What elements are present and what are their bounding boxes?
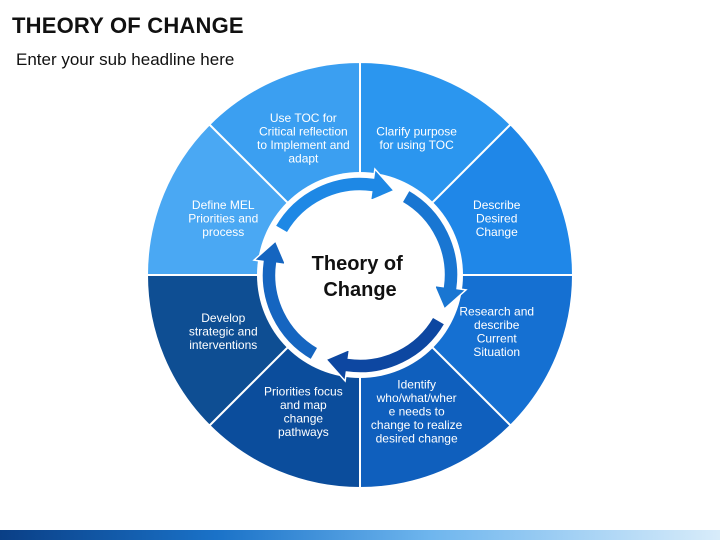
center-circle bbox=[283, 198, 437, 352]
center-label: Theory of Change bbox=[312, 253, 409, 301]
page-title: THEORY OF CHANGE bbox=[12, 13, 244, 38]
page-subtitle: Enter your sub headline here bbox=[16, 50, 235, 69]
cycle-arrow-bottom bbox=[324, 315, 446, 383]
cycle-arrow-left bbox=[252, 239, 320, 361]
cycle-arrow-top bbox=[274, 167, 396, 235]
cycle-arrow-right bbox=[400, 189, 468, 311]
footer-accent-bar bbox=[0, 530, 720, 540]
